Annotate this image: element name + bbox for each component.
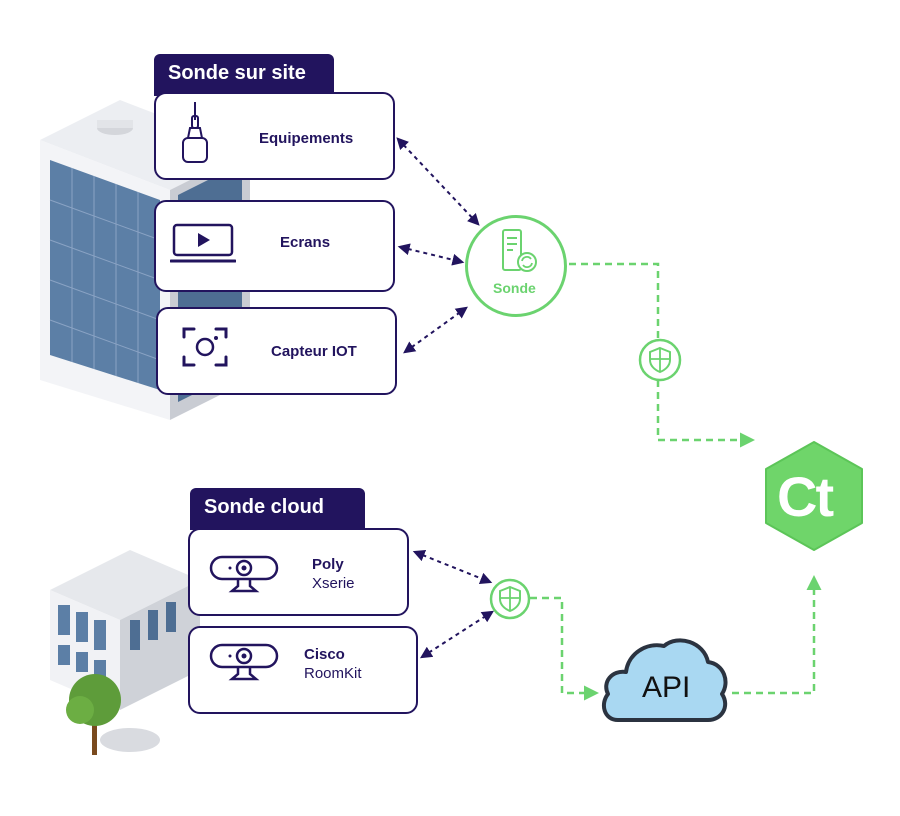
link-equipements-sonde	[396, 137, 480, 226]
onsite-card-label: Capteur IOT	[271, 343, 357, 360]
onsite-card-capteur-iot[interactable]: Capteur IOT	[156, 307, 397, 395]
sonde-hub[interactable]	[465, 215, 567, 317]
link-cisco-shield	[419, 610, 495, 659]
cloud-group-tag: Sonde cloud	[190, 488, 365, 530]
onsite-card-label: Ecrans	[280, 234, 331, 251]
ct-logo-text: Ct	[777, 465, 834, 528]
link-sonde-ct	[569, 262, 660, 340]
shield-icon	[489, 578, 531, 620]
onsite-card-equipements[interactable]: Equipements	[154, 92, 395, 180]
link-shield-ct	[656, 380, 755, 448]
api-label: API	[642, 671, 691, 704]
cloud-card-cisco[interactable]: Cisco RoomKit	[188, 626, 418, 714]
sonde-hub-label: Sonde	[493, 280, 536, 296]
cloud-card-label: Cisco	[304, 646, 345, 663]
link-api-ct	[732, 575, 822, 695]
link-capteur-sonde	[403, 306, 468, 354]
webcam-icon	[209, 555, 279, 593]
shield-icon	[638, 338, 682, 382]
screen-play-icon	[170, 223, 236, 263]
cloud-icon	[601, 638, 728, 722]
link-poly-shield	[412, 549, 493, 585]
webcam-icon	[209, 643, 279, 681]
link-shield-api	[530, 596, 599, 701]
usb-dongle-icon	[182, 102, 208, 163]
camera-sensor-icon	[182, 327, 228, 367]
onsite-card-ecrans[interactable]: Ecrans	[154, 200, 395, 292]
cloud-card-poly[interactable]: Poly Xserie	[188, 528, 409, 616]
cloud-card-label: Poly	[312, 556, 344, 573]
cloud-card-sublabel: Xserie	[312, 575, 355, 592]
link-ecrans-sonde	[397, 243, 465, 266]
ct-logo-hexagon	[765, 441, 863, 551]
onsite-card-label: Equipements	[259, 130, 354, 147]
small-building-illustration	[50, 550, 200, 755]
onsite-group-tag: Sonde sur site	[154, 54, 334, 96]
cloud-card-sublabel: RoomKit	[304, 665, 362, 682]
server-sync-icon	[502, 229, 537, 272]
